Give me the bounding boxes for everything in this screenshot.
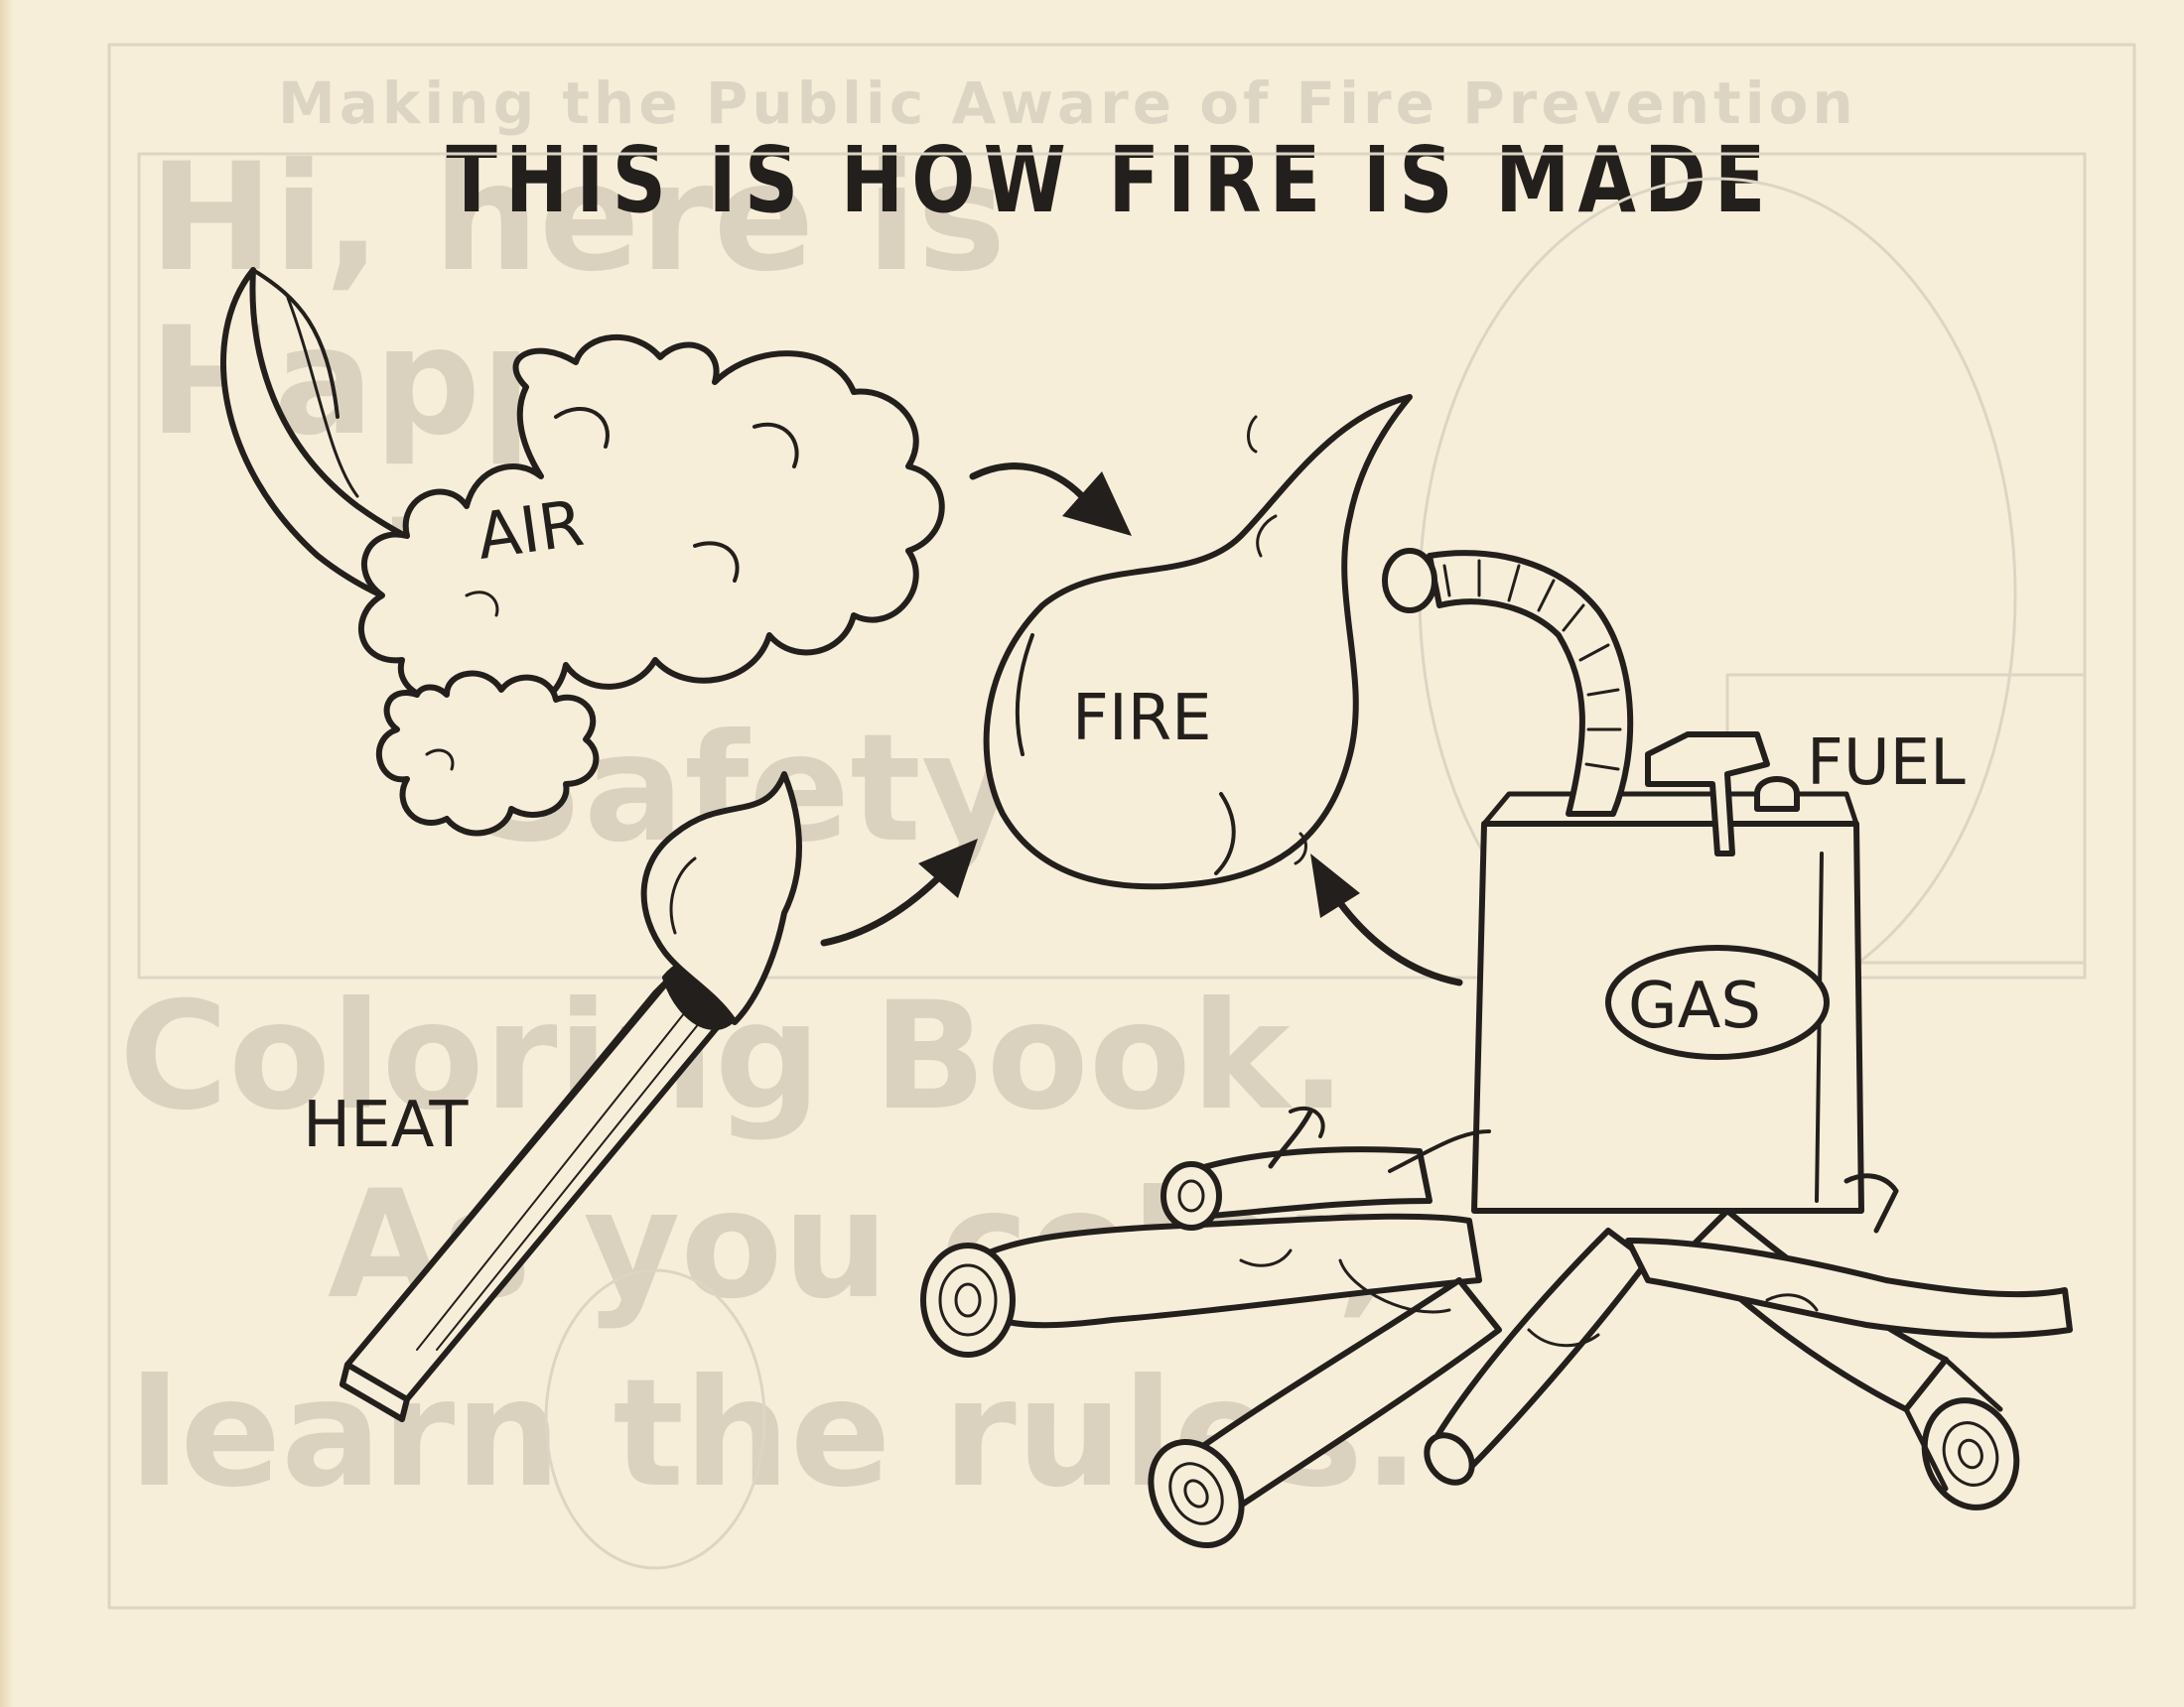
air-label: AIR [473,487,588,575]
firewood-logs-illustration [920,1106,2073,1549]
arrow-air-to-fire [969,462,1132,536]
show-through-heading: Making the Public Aware of Fire Preventi… [278,69,1857,137]
gas-label-oval [1605,945,1830,1060]
arrow-fuel-to-fire [1310,854,1463,986]
heat-label: HEAT [303,1089,469,1162]
gas-can-illustration [1382,548,1864,1214]
gas-label: GAS [1628,970,1761,1043]
show-through-frame [107,43,2136,1610]
log [950,1213,1482,1329]
page-title: THIS IS HOW FIRE IS MADE [446,127,1774,233]
page-edge-shadow [0,0,14,1707]
log [1188,1146,1433,1219]
log [1168,1277,1502,1521]
match-flame [640,771,802,1025]
match-illustration [340,771,802,1422]
fuel-label: FUEL [1807,726,1966,800]
match-stick [340,970,733,1402]
arrow-heat-to-fire [820,839,978,947]
fire-flame-illustration [983,394,1413,890]
log [1625,1238,2073,1339]
cloud-shape [357,333,945,713]
fire-label: FIRE [1072,682,1212,755]
air-cloud-illustration [220,267,945,837]
show-through-line: Hi, here is [149,132,1007,305]
